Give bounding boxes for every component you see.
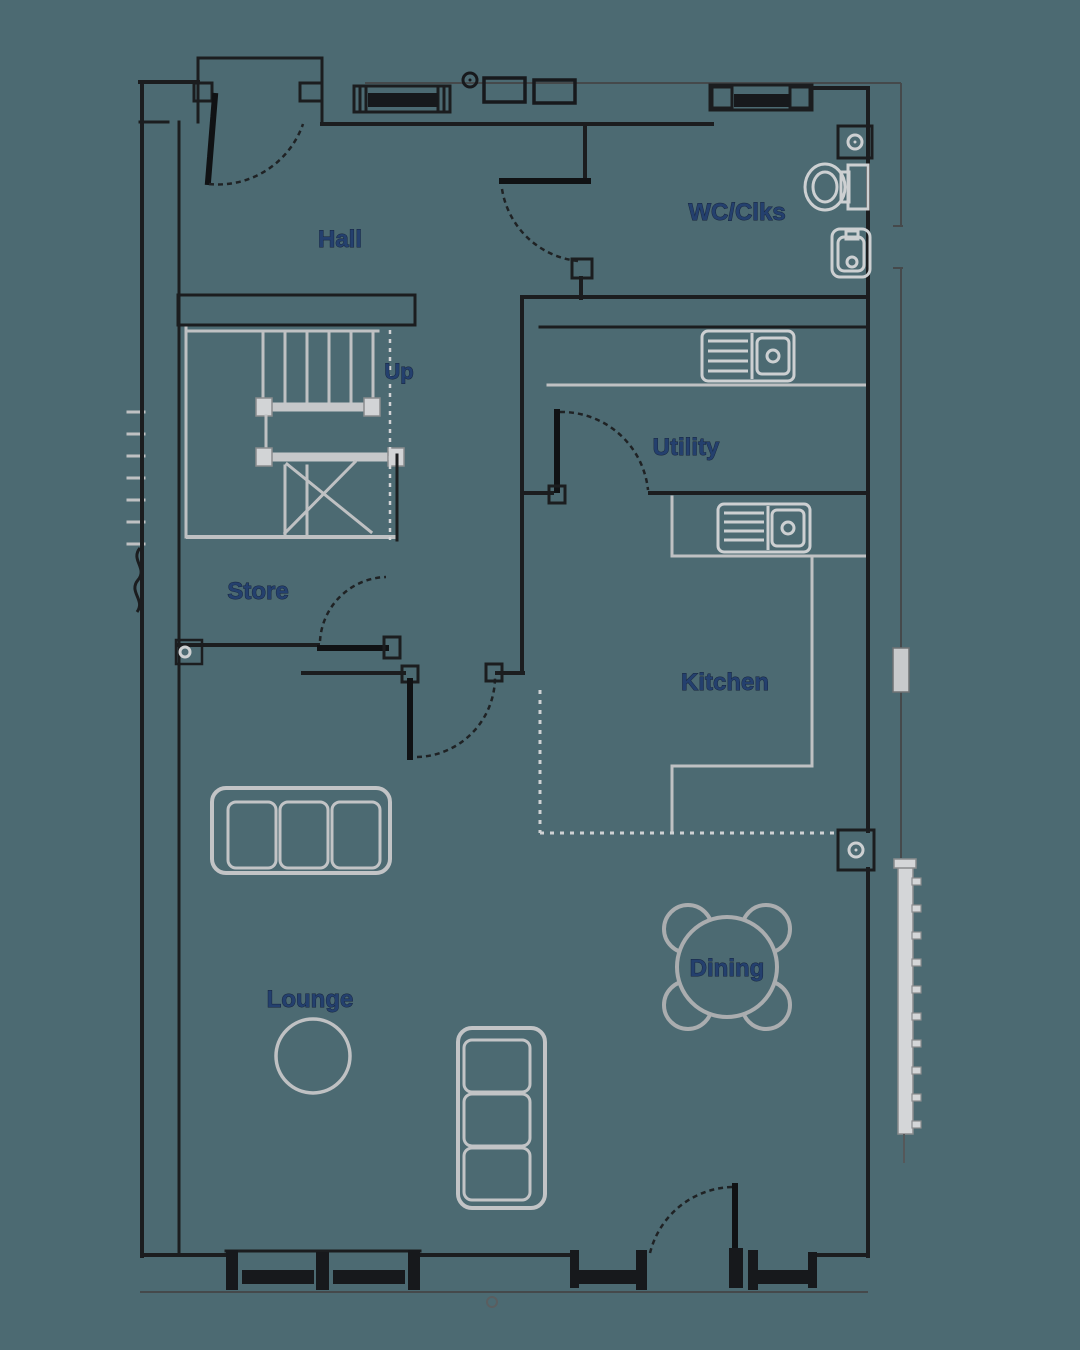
newel-post — [255, 397, 273, 417]
utility-sink — [700, 329, 796, 383]
basin — [830, 227, 872, 279]
lounge-window — [224, 1249, 422, 1290]
hall-label: Hall — [318, 226, 362, 253]
wall-hall-band — [176, 293, 417, 327]
front-door — [192, 81, 324, 186]
downpipe-squiggle — [133, 547, 143, 613]
garden-fence — [893, 858, 922, 1163]
wc-window — [708, 83, 814, 112]
store-radiator — [174, 638, 204, 666]
dining-label: Dining — [690, 955, 765, 982]
lounge-label: Lounge — [267, 986, 354, 1013]
wc-label: WC/Clks — [688, 199, 785, 226]
fence-posts — [911, 877, 922, 1129]
dining-set — [662, 903, 792, 1031]
gate-post — [892, 647, 910, 693]
patio-door — [648, 1183, 743, 1288]
coffee-table — [274, 1017, 352, 1095]
stair-treads-upper — [261, 329, 375, 404]
newel-post — [363, 397, 381, 417]
stairs — [184, 325, 405, 542]
utility-label: Utility — [653, 434, 720, 461]
dining-table — [675, 915, 779, 1019]
kitchen-sink — [716, 502, 812, 554]
lounge-door — [400, 662, 504, 760]
boiler — [836, 828, 876, 872]
open-plan-boundary — [538, 690, 838, 835]
meter-boxes — [461, 71, 577, 105]
fence-rail — [897, 861, 914, 1135]
store-door — [317, 575, 402, 660]
sofa-vertical — [456, 1026, 547, 1210]
hall-window — [352, 84, 452, 114]
fence-cap — [893, 858, 917, 869]
site-outline — [140, 82, 910, 1308]
dining-window-right — [748, 1250, 817, 1290]
kitchen-label: Kitchen — [681, 669, 769, 696]
vent-icon — [461, 71, 479, 89]
wc-extractor-fan — [836, 124, 874, 160]
stairs-up-label: Up — [384, 359, 413, 384]
kitchen-counters — [546, 383, 868, 834]
sofa-horizontal — [210, 786, 392, 875]
drain-marker-icon — [486, 1296, 498, 1308]
store-label: Store — [227, 578, 288, 605]
newel-post — [255, 447, 273, 467]
dining-window-left — [570, 1250, 647, 1290]
toilet — [803, 162, 870, 212]
stair-treads-lower — [282, 459, 374, 536]
wc-door — [499, 178, 594, 280]
room-labels: Hall WC/Clks Up Store Utility Kitchen Lo… — [227, 199, 786, 1014]
walls — [138, 56, 870, 1258]
utility-door — [547, 409, 650, 505]
